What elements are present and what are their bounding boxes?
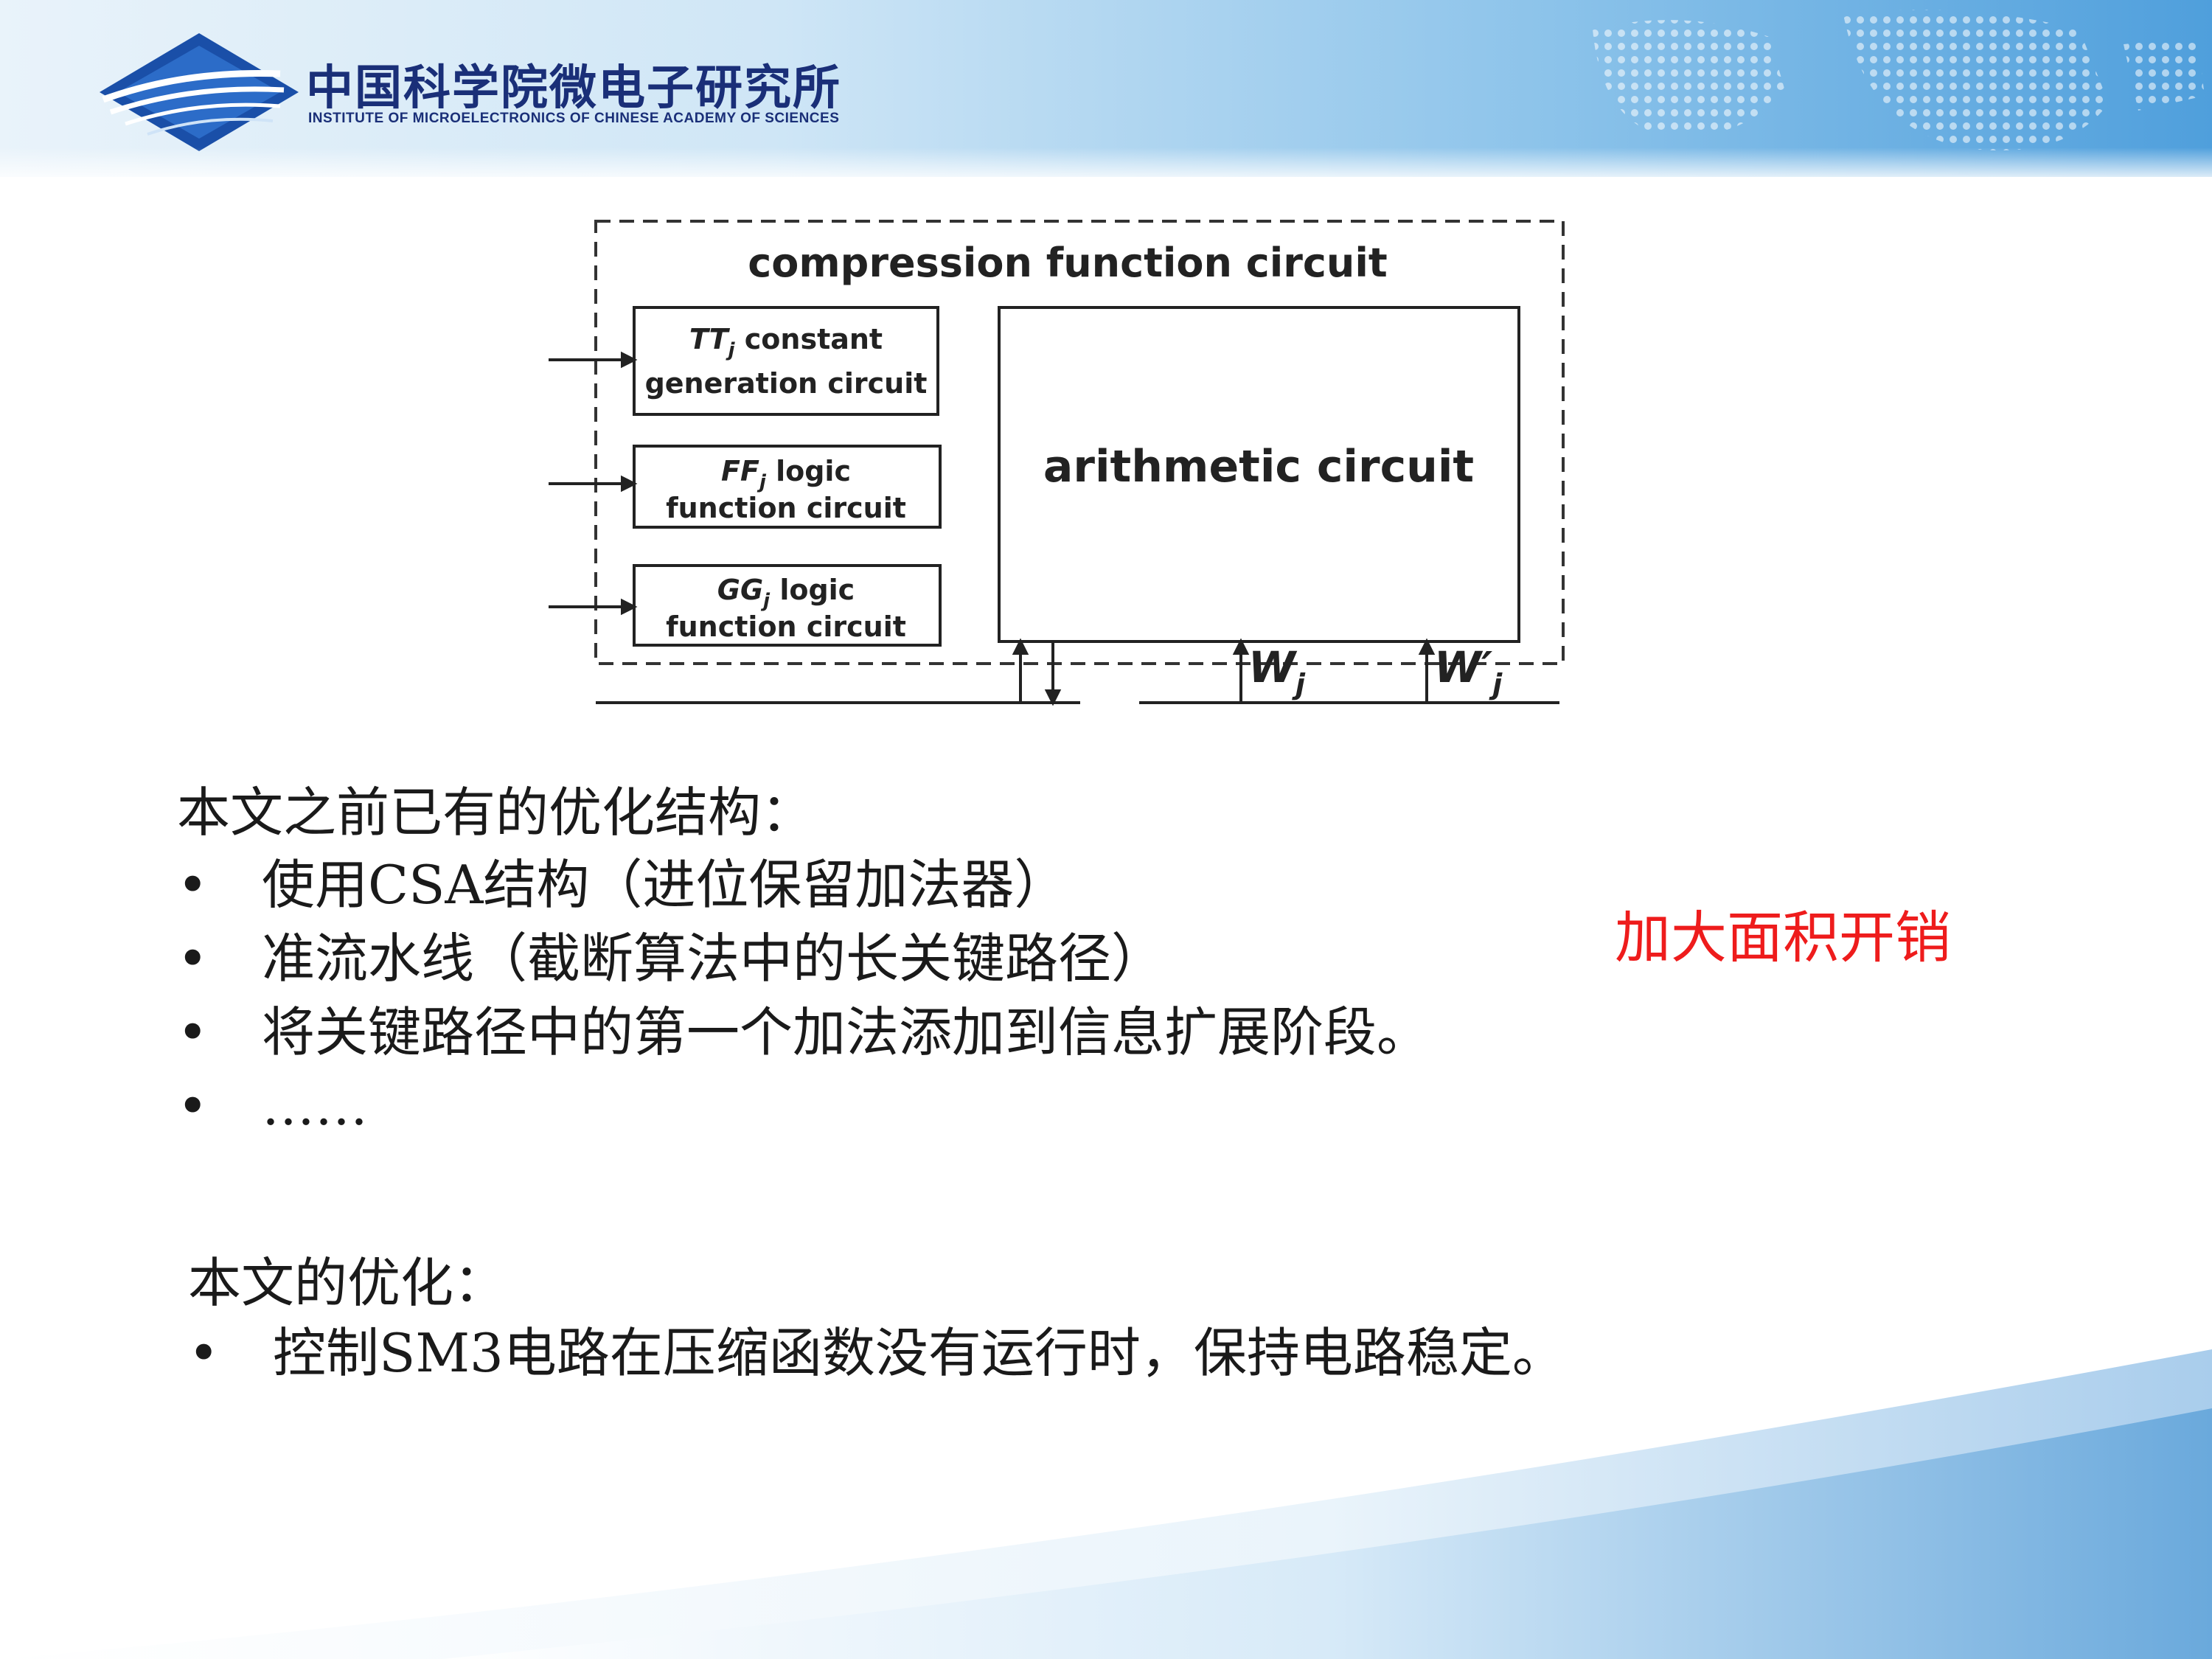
- gg-label-line1: GGj logic: [717, 574, 855, 612]
- institute-logo-icon: [100, 33, 299, 151]
- outer-dashed-box: [594, 220, 1565, 665]
- bullet-icon: •: [177, 854, 209, 916]
- institute-name-en: INSTITUTE OF MICROELECTRONICS OF CHINESE…: [308, 111, 840, 126]
- bullet-icon: •: [177, 928, 209, 990]
- tt-constant-block: [633, 306, 939, 416]
- world-map-decoration: [1593, 10, 2205, 151]
- section2-heading: 本文的优化：: [188, 1252, 507, 1314]
- footer-swoosh-decoration: [0, 1295, 2212, 1659]
- input-w-label: Wj: [1248, 642, 1306, 700]
- arithmetic-circuit-block: [998, 306, 1520, 643]
- list-item-text: 准流水线（截断算法中的长关键路径）: [262, 928, 1165, 990]
- outer-title: compression function circuit: [748, 240, 1387, 286]
- header-banner: 中国科学院微电子研究所 INSTITUTE OF MICROELECTRONIC…: [0, 0, 2212, 177]
- list-item-text: 使用CSA结构（进位保留加法器）: [262, 854, 1068, 916]
- input-arrows: [549, 351, 638, 616]
- header-fade: [0, 147, 2212, 177]
- section1-heading: 本文之前已有的优化结构：: [177, 782, 815, 844]
- arithmetic-label: arithmetic circuit: [1043, 441, 1474, 493]
- bullet-icon: •: [188, 1322, 220, 1384]
- list-item-text: 将关键路径中的第一个加法添加到信息扩展阶段。: [262, 1001, 1430, 1063]
- institute-name-cn: 中国科学院微电子研究所: [306, 61, 841, 116]
- gg-label-line2: function circuit: [666, 611, 906, 643]
- bullet-icon: •: [177, 1001, 209, 1063]
- compression-function-diagram: compression function circuit TTj constan…: [549, 220, 1565, 706]
- ff-label-line1: FFj logic: [721, 455, 851, 493]
- tt-label-line1: TTj constant: [689, 323, 883, 361]
- input-w-prime-label: W′j: [1434, 642, 1503, 700]
- bottom-bus: [596, 638, 1559, 706]
- area-overhead-note: 加大面积开销: [1615, 905, 1951, 970]
- list-item-text: ……: [262, 1075, 368, 1137]
- ff-logic-block: [633, 445, 942, 529]
- list-item-text: 控制SM3电路在压缩函数没有运行时，保持电路稳定。: [273, 1322, 1565, 1384]
- tt-label-line2: generation circuit: [645, 367, 928, 400]
- bullet-icon: •: [177, 1075, 209, 1137]
- ff-label-line2: function circuit: [666, 492, 906, 524]
